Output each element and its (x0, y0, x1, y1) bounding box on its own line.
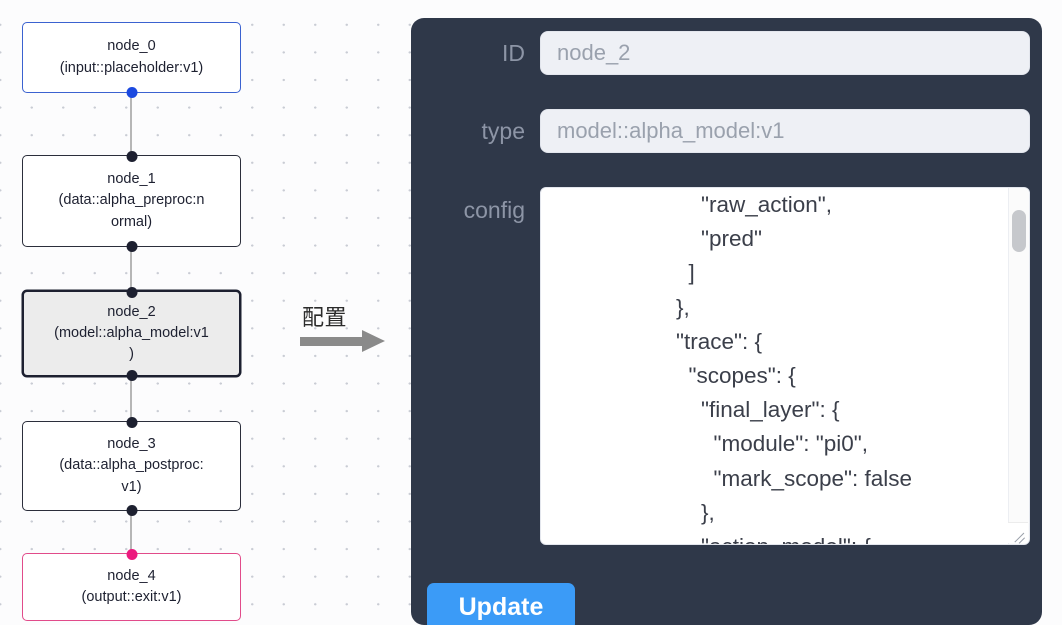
edge-node0-node1 (130, 93, 132, 155)
arrow-head (362, 330, 385, 352)
edge-node2-node3 (130, 377, 132, 421)
field-row-type: type model::alpha_model:v1 (411, 109, 1030, 153)
arrow-shaft (300, 337, 366, 346)
node-handle-source-icon[interactable] (126, 369, 137, 381)
bottom-strip (0, 625, 1062, 643)
annotation-label: 配置 (302, 306, 348, 331)
node-handle-target-icon[interactable] (126, 286, 137, 298)
config-textarea[interactable]: "raw_action", "pred" ] }, "trace": { "sc… (540, 187, 1030, 545)
node-handle-target-icon[interactable] (126, 416, 137, 428)
graph-node-node_3[interactable]: node_3 (data::alpha_postproc: v1) (22, 416, 241, 516)
node-config-panel: ID node_2 type model::alpha_model:v1 con… (411, 18, 1042, 625)
edge-node1-node2 (130, 247, 132, 290)
node-handle-source-icon[interactable] (126, 86, 137, 98)
graph-node-node_4[interactable]: node_4 (output::exit:v1) (22, 548, 241, 621)
edge-node3-node4 (130, 511, 132, 553)
update-button[interactable]: Update (427, 583, 575, 631)
config-textarea-scrollbar[interactable] (1008, 188, 1029, 544)
type-input[interactable]: model::alpha_model:v1 (540, 109, 1030, 153)
id-field-label: ID (502, 40, 525, 66)
type-field-label: type (481, 118, 525, 144)
graph-node-node_1[interactable]: node_1 (data::alpha_preproc:n ormal) (22, 150, 241, 252)
graph-node-label: node_3 (data::alpha_postproc: v1) (59, 436, 204, 495)
node-handle-source-icon[interactable] (126, 240, 137, 252)
node-handle-target-icon[interactable] (126, 150, 137, 162)
node-handle-target-icon[interactable] (126, 548, 137, 560)
graph-node-label: node_1 (data::alpha_preproc:n ormal) (58, 171, 205, 230)
graph-node-label: node_0 (input::placeholder:v1) (59, 38, 204, 76)
field-row-id: ID node_2 (411, 31, 1030, 75)
graph-node-label: node_4 (output::exit:v1) (81, 567, 182, 605)
graph-node-node_0[interactable]: node_0 (input::placeholder:v1) (22, 22, 241, 98)
config-textarea-content: "raw_action", "pred" ] }, "trace": { "sc… (676, 192, 913, 544)
graph-node-label: node_2 (model::alpha_model:v1 ) (54, 303, 209, 362)
config-field-label: config (463, 197, 525, 223)
config-textarea-resize-handle[interactable] (1008, 522, 1028, 544)
id-input[interactable]: node_2 (540, 31, 1030, 75)
node-handle-source-icon[interactable] (126, 504, 137, 516)
graph-node-node_2[interactable]: node_2 (model::alpha_model:v1 ) (22, 286, 241, 381)
config-textarea-scroll-thumb[interactable] (1012, 210, 1026, 252)
